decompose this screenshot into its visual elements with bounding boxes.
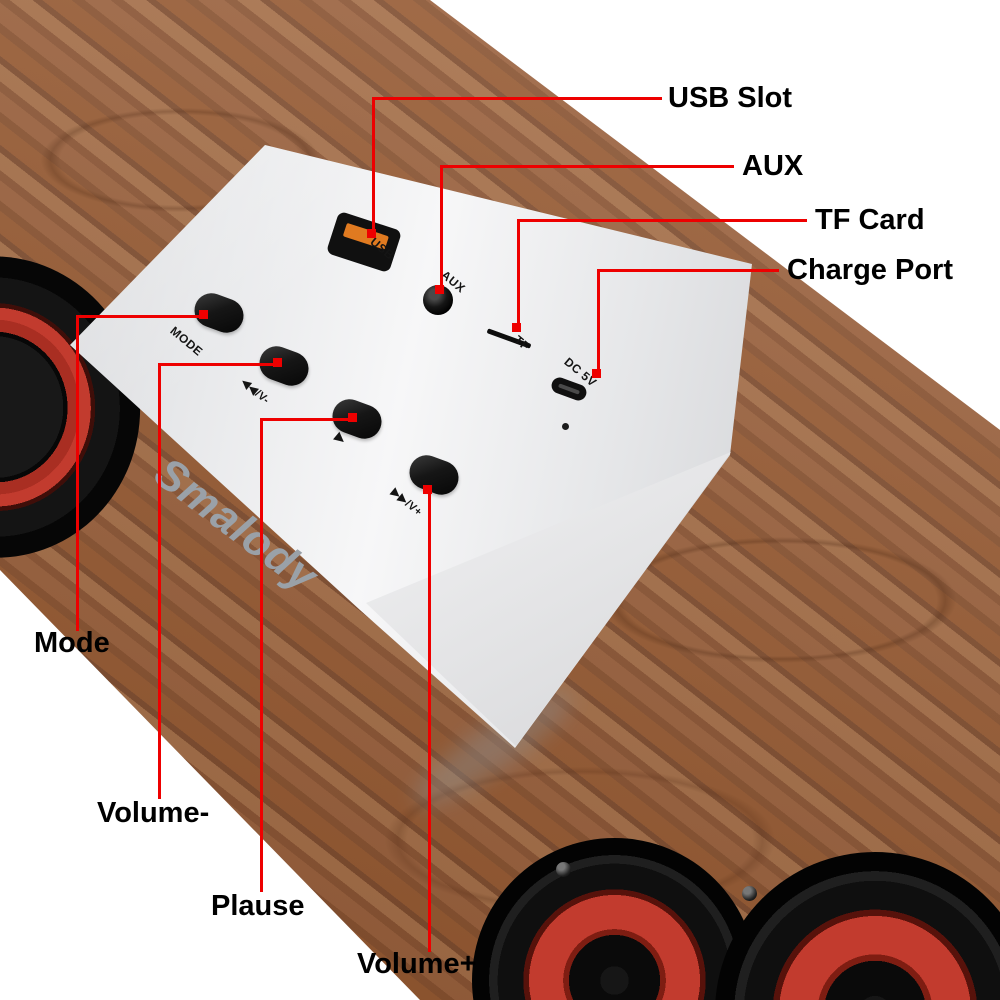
callout-label-usb-slot: USB Slot <box>668 82 793 114</box>
callout-label-aux: AUX <box>742 150 804 182</box>
charge-port-pin <box>557 383 581 395</box>
callout-marker-pause <box>348 413 357 422</box>
callout-line-charge-h <box>597 269 779 272</box>
callout-line-volume-up-v <box>428 490 431 952</box>
mic-hole <box>562 423 569 430</box>
speaker-screw-1 <box>556 862 571 877</box>
callout-marker-tf <box>512 323 521 332</box>
callout-line-usb-h <box>372 97 662 100</box>
callout-line-tf-h <box>517 219 807 222</box>
callout-line-pause-v <box>260 418 263 892</box>
callout-line-charge-v <box>597 269 600 375</box>
callout-marker-volume-down <box>273 358 282 367</box>
callout-marker-mode <box>199 310 208 319</box>
callout-line-usb-v <box>372 97 375 235</box>
callout-line-mode-v <box>76 315 79 631</box>
callout-label-pause: Plause <box>211 890 305 922</box>
callout-label-mode: Mode <box>34 627 110 659</box>
callout-label-charge-port: Charge Port <box>787 254 953 286</box>
callout-marker-volume-up <box>423 485 432 494</box>
callout-line-mode-h <box>76 315 206 318</box>
callout-line-tf-v <box>517 219 520 329</box>
callout-line-aux-h <box>440 165 734 168</box>
callout-label-volume-up: Volume+ <box>357 948 477 980</box>
callout-marker-usb <box>367 229 376 238</box>
speaker-screw-2 <box>742 886 757 901</box>
callout-line-volume-down-h <box>158 363 280 366</box>
callout-line-pause-h <box>260 418 355 421</box>
callout-marker-aux <box>435 285 444 294</box>
callout-label-volume-down: Volume- <box>97 797 210 829</box>
callout-line-volume-down-v <box>158 363 161 799</box>
callout-line-aux-v <box>440 165 443 291</box>
callout-marker-charge <box>592 369 601 378</box>
callout-label-tf-card: TF Card <box>815 204 925 236</box>
